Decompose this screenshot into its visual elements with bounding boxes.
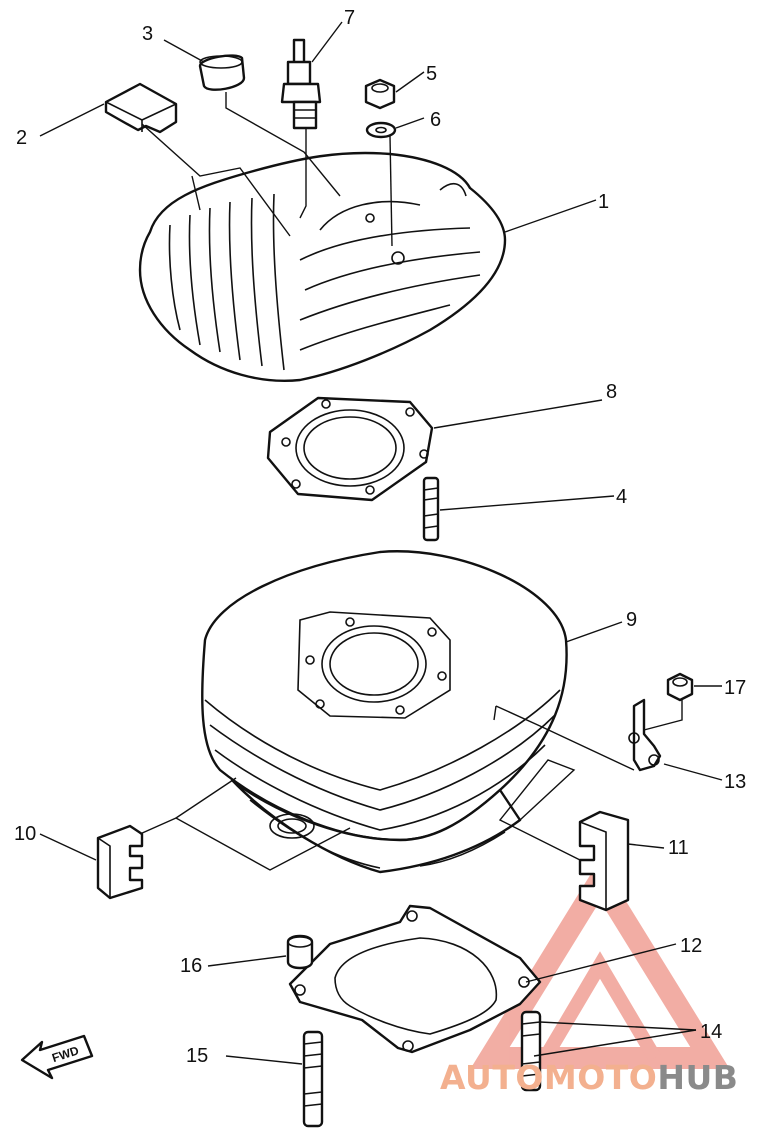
callout-6: 6 <box>430 109 441 131</box>
callout-5: 5 <box>426 63 437 85</box>
watermark-text: AUTOMOTOHUB <box>440 1058 738 1097</box>
cylinder <box>201 550 568 874</box>
cylinder-head-nut <box>364 78 396 110</box>
cylinder-head <box>138 151 507 382</box>
watermark-auto: AUTO <box>440 1058 544 1097</box>
bracket <box>628 698 662 772</box>
callout-3: 3 <box>142 23 153 45</box>
callout-labels: 1 2 3 4 5 6 7 8 9 10 11 12 13 14 15 16 1… <box>14 7 746 1067</box>
callout-9: 9 <box>626 609 637 631</box>
callout-17: 17 <box>724 677 746 699</box>
callout-2: 2 <box>16 127 27 149</box>
callout-15: 15 <box>186 1045 208 1067</box>
head-gasket <box>266 396 434 502</box>
callout-14: 14 <box>700 1021 722 1043</box>
callout-10: 10 <box>14 823 36 845</box>
watermark-moto: MOTO <box>543 1058 658 1097</box>
base-gasket <box>288 904 542 1054</box>
callout-7: 7 <box>344 7 355 29</box>
callout-13: 13 <box>724 771 746 793</box>
cap-sleeve <box>198 54 246 91</box>
head-damper-block <box>104 82 178 134</box>
spark-plug <box>280 38 322 130</box>
callout-8: 8 <box>606 381 617 403</box>
cylinder-damper-left <box>96 824 144 900</box>
leader-lines <box>39 21 723 1065</box>
dowel-pin <box>286 934 314 970</box>
stud-bolt-long-right <box>520 1010 542 1092</box>
cylinder-damper-right <box>578 810 630 912</box>
fwd-direction-arrow: FWD <box>20 1034 94 1080</box>
stud-bolt-short <box>422 476 440 542</box>
callout-1: 1 <box>598 191 609 213</box>
bracket-bolt <box>666 672 694 702</box>
washer <box>365 121 397 139</box>
callout-11: 11 <box>668 837 689 859</box>
callout-16: 16 <box>180 955 202 977</box>
stud-bolt-long-left <box>302 1030 324 1128</box>
callout-4: 4 <box>616 486 627 508</box>
callout-12: 12 <box>680 935 702 957</box>
watermark-hub: HUB <box>657 1058 739 1097</box>
